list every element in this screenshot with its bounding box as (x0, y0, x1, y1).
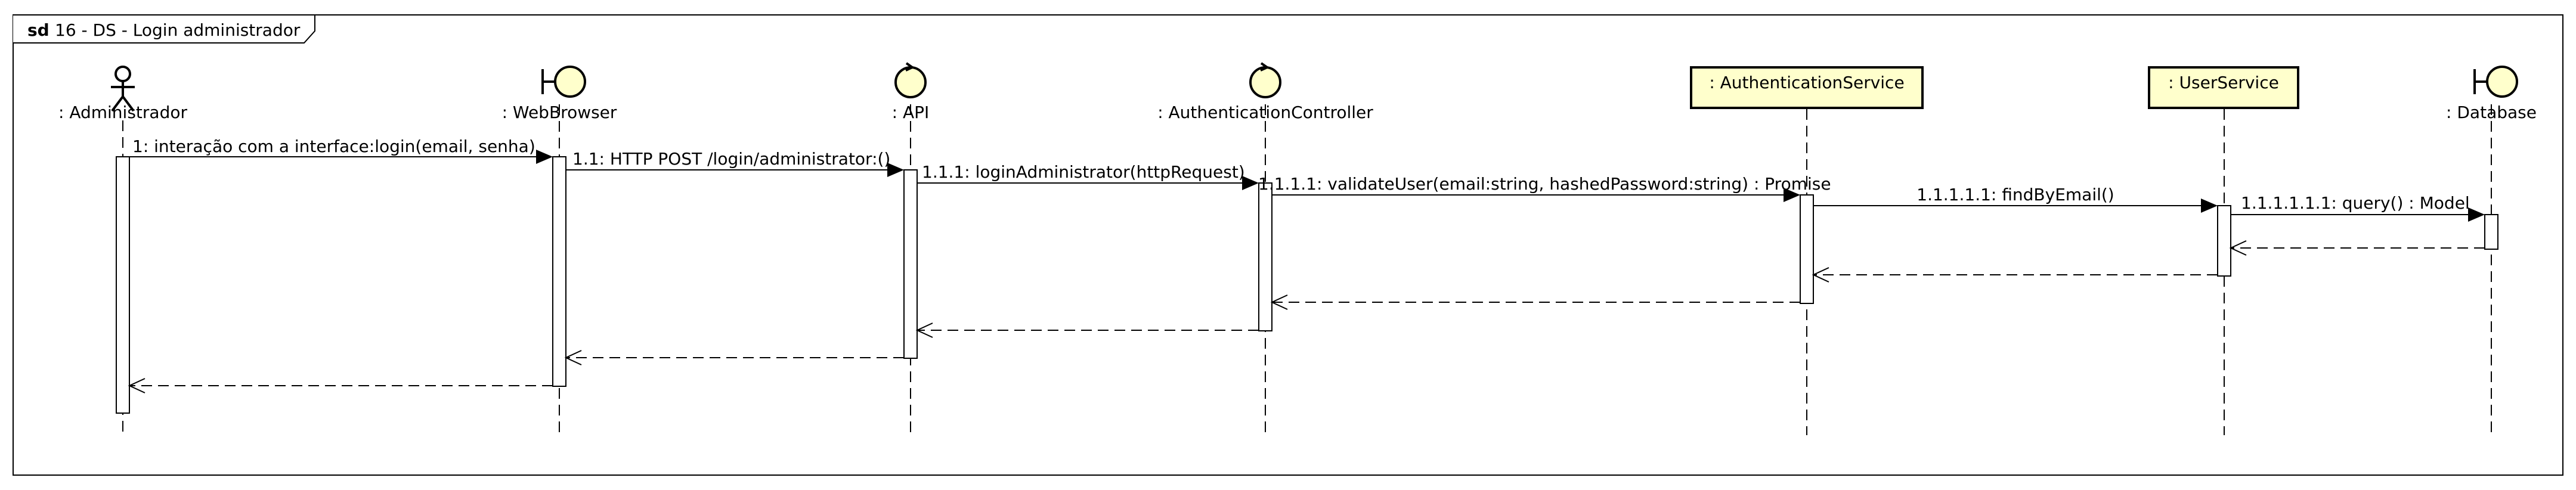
activation-administrador (116, 156, 130, 414)
participant-administrador: : Administrador (58, 66, 187, 122)
frame-title: 16 - DS - Login administrador (55, 20, 301, 40)
participant-authenticationcontroller: : AuthenticationController (1157, 62, 1373, 122)
return-api-to-webbrowser (564, 350, 904, 365)
participant-api: : API (892, 62, 930, 122)
message-1: 1: interação com a interface:login(email… (129, 137, 553, 164)
control-icon (894, 62, 927, 98)
participant-database: : Database (2446, 66, 2537, 122)
frame-keyword: sd (27, 20, 49, 40)
activation-webbrowser (552, 156, 566, 387)
participant-label: : AuthenticationService (1709, 73, 1904, 92)
participant-box (1690, 66, 1924, 109)
return-messages (128, 240, 2485, 393)
activation-userservice (2217, 205, 2231, 277)
boundary-icon (2473, 66, 2518, 98)
message-label: 1.1.1: loginAdministrator(httpRequest) (922, 162, 1245, 182)
return-authenticationcontroller-to-api (915, 322, 1259, 338)
diagram-frame (13, 14, 2563, 476)
return-userservice-to-authenticationservice (1812, 267, 2218, 283)
message-label: 1.1.1.1.1.1: query() : Model (2241, 193, 2470, 213)
participant-label: : API (892, 103, 930, 122)
control-icon (1249, 62, 1281, 98)
participant-userservice: : UserService (2148, 66, 2299, 109)
message-label: 1.1: HTTP POST /login/administrator:() (572, 149, 890, 169)
actor-icon (111, 66, 135, 112)
activation-authenticationcontroller (1258, 182, 1272, 331)
boundary-icon (541, 66, 586, 98)
participant-label: : Administrador (58, 103, 187, 122)
message-1-1-1-1-1-1: 1.1.1.1.1.1: query() : Model (2231, 193, 2485, 222)
message-1-1: 1.1: HTTP POST /login/administrator:() (566, 149, 904, 177)
message-label: 1.1.1.1.1: findByEmail() (1916, 185, 2114, 204)
participant-label: : WebBrowser (502, 103, 617, 122)
message-label: 1.1.1.1: validateUser(email:string, hash… (1258, 174, 1831, 194)
activation-api (903, 169, 918, 359)
activation-database (2484, 214, 2498, 250)
message-label: 1: interação com a interface:login(email… (132, 137, 535, 156)
participant-authenticationservice: : AuthenticationService (1690, 66, 1924, 109)
return-webbrowser-to-administrador (128, 378, 553, 393)
participant-box (2148, 66, 2299, 109)
activation-authenticationservice (1800, 194, 1814, 304)
message-1-1-1-1-1: 1.1.1.1.1: findByEmail() (1813, 185, 2218, 213)
frame-tab (13, 14, 315, 44)
return-database-to-userservice (2229, 240, 2485, 256)
participant-label: : Database (2446, 103, 2537, 122)
return-authenticationservice-to-authenticationcontroller (1270, 294, 1800, 310)
message-1-1-1-1: 1.1.1.1: validateUser(email:string, hash… (1258, 174, 1831, 202)
activation-bars (116, 156, 2498, 414)
messages: 1: interação com a interface:login(email… (128, 137, 2485, 393)
participant-webbrowser: : WebBrowser (502, 66, 617, 122)
participant-label: : AuthenticationController (1157, 103, 1373, 122)
participant-label: : UserService (2168, 73, 2279, 92)
message-1-1-1: 1.1.1: loginAdministrator(httpRequest) (917, 162, 1259, 190)
